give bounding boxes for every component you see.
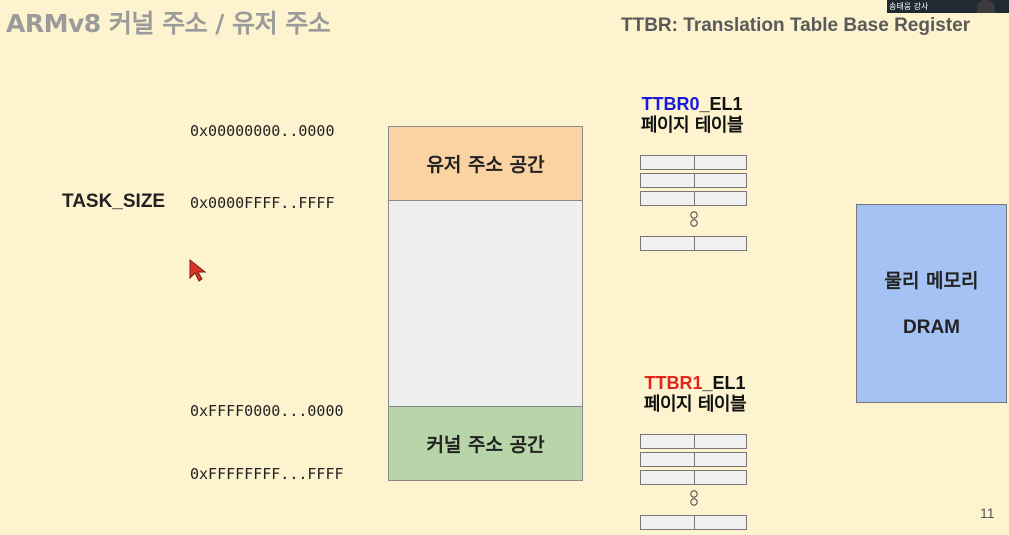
kernel-address-space: 커널 주소 공간 bbox=[388, 406, 583, 481]
presenter-webcam: 송태웅 강사 bbox=[887, 0, 1009, 13]
ttbr0-page-table-label: 페이지 테이블 bbox=[640, 115, 744, 136]
user-address-space-label: 유저 주소 공간 bbox=[426, 154, 545, 176]
mouse-pointer-icon bbox=[189, 258, 207, 282]
page-table-entry bbox=[640, 470, 747, 485]
page-table-entry bbox=[640, 434, 747, 449]
ttbr0-register-name: TTBR0 bbox=[641, 94, 700, 114]
ttbr1-label: TTBR1_EL1 페이지 테이블 bbox=[620, 372, 770, 416]
ttbr1-page-table-label: 페이지 테이블 bbox=[643, 394, 747, 415]
vertical-ellipsis-icon bbox=[690, 490, 698, 506]
user-address-space: 유저 주소 공간 bbox=[388, 126, 583, 201]
presenter-avatar bbox=[977, 0, 995, 13]
page-table-entry bbox=[640, 515, 747, 530]
user-start-address: 0x00000000..0000 bbox=[190, 122, 335, 140]
page-table-entry bbox=[640, 173, 747, 188]
kernel-end-address: 0xFFFFFFFF...FFFF bbox=[190, 465, 344, 483]
ttbr0-register-suffix: _EL1 bbox=[699, 94, 743, 114]
ttbr0-label: TTBR0_EL1 페이지 테이블 bbox=[617, 93, 767, 137]
page-number: 11 bbox=[980, 505, 995, 521]
page-table-entry bbox=[640, 452, 747, 467]
physical-memory-block bbox=[856, 204, 1007, 403]
dram-label: DRAM bbox=[903, 317, 960, 338]
vertical-ellipsis-icon bbox=[690, 211, 698, 227]
task-size-label: TASK_SIZE bbox=[62, 191, 166, 212]
task-size-address: 0x0000FFFF..FFFF bbox=[190, 194, 335, 212]
ttbr1-register-suffix: _EL1 bbox=[702, 373, 746, 393]
presenter-name: 송태웅 강사 bbox=[889, 2, 929, 11]
kernel-start-address: 0xFFFF0000...0000 bbox=[190, 402, 344, 420]
ttbr1-register-name: TTBR1 bbox=[644, 373, 703, 393]
page-table-entry bbox=[640, 155, 747, 170]
page-table-entry bbox=[640, 236, 747, 251]
unused-address-gap bbox=[388, 200, 583, 407]
slide-subtitle: TTBR: Translation Table Base Register bbox=[621, 15, 971, 36]
page-table-entry bbox=[640, 191, 747, 206]
kernel-address-space-label: 커널 주소 공간 bbox=[426, 434, 545, 456]
slide-title: ARMv8 커널 주소 / 유저 주소 bbox=[6, 9, 331, 38]
physical-memory-label: 물리 메모리 bbox=[884, 270, 979, 292]
